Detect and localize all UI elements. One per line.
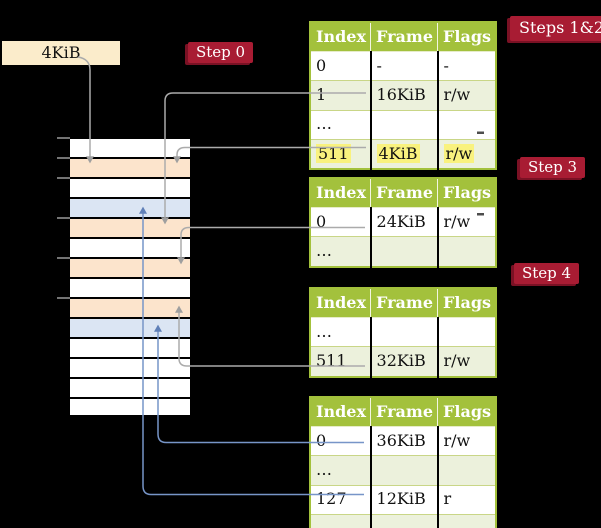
- page-table-cell: …: [310, 513, 371, 528]
- frame-size-label: 4KiB: [41, 43, 81, 62]
- page-table-row: …: [310, 455, 497, 486]
- memory-frame-row-8: [70, 297, 190, 317]
- page-table-row: …: [310, 513, 497, 528]
- page-table-cell: 16KiB: [369, 80, 438, 111]
- memory-frame-row-13: [70, 397, 190, 417]
- page-table-cell: 36KiB: [369, 425, 438, 456]
- memory-frame-row-2: [70, 177, 190, 197]
- page-table-cell: [436, 455, 497, 486]
- page-table-cell: 127: [310, 484, 371, 515]
- highlighted-value: 511: [316, 143, 351, 163]
- page-table-cell: [369, 513, 438, 528]
- column-header-index: Index: [310, 397, 371, 427]
- steps-1-2-badge: Steps 1&2: [510, 16, 601, 41]
- page-table-cell: r/w: [436, 80, 497, 111]
- page-table-cell: -: [369, 50, 438, 81]
- page-table-cell: 32KiB: [369, 346, 438, 377]
- page-table-row: 511 4KiB r/w: [310, 138, 497, 170]
- physical-memory-column: [70, 137, 190, 417]
- page-table-row: …: [310, 236, 497, 267]
- memory-frame-row-9: [70, 317, 190, 337]
- column-header-frame: Frame: [370, 288, 438, 318]
- page-table-cell: [436, 316, 497, 347]
- page-table-row: …: [310, 316, 497, 347]
- page-table-cell: r/w: [436, 206, 497, 237]
- page-table-cell: 0: [310, 50, 371, 81]
- column-header-index: Index: [310, 178, 371, 208]
- step-0-badge: Step 0: [188, 42, 254, 63]
- page-table-cell: r/w: [436, 425, 497, 456]
- memory-frame-row-5: [70, 237, 190, 257]
- page-table-cell: …: [310, 109, 371, 140]
- page-table-cell: 24KiB: [369, 206, 438, 237]
- page-table-cell: 12KiB: [369, 484, 438, 515]
- step-4-badge: Step 4: [514, 263, 580, 284]
- page-table-cell: …: [310, 455, 371, 486]
- page-table-cell: …: [310, 236, 371, 267]
- memory-tick-marks: [57, 137, 70, 299]
- page-table-cell: r: [436, 484, 497, 515]
- column-header-index: Index: [310, 288, 371, 318]
- memory-frame-row-6: [70, 257, 190, 277]
- page-table-row: 0--: [310, 50, 497, 81]
- column-header-flags: Flags: [437, 288, 497, 318]
- page-table-cell: 0: [310, 425, 371, 456]
- page-table-cell: [369, 455, 438, 486]
- memory-frame-row-0: [70, 137, 190, 157]
- page-table-cell: [436, 513, 497, 528]
- page-table-cell: 511: [310, 346, 371, 377]
- page-table-cell: 511: [310, 138, 371, 170]
- page-table-cell: [369, 316, 438, 347]
- memory-frame-row-3: [70, 197, 190, 217]
- step-3-badge: Step 3: [520, 157, 586, 178]
- page-table-cell: 0: [310, 206, 371, 237]
- frame-size-box: 4KiB: [2, 41, 120, 65]
- column-header-frame: Frame: [370, 397, 438, 427]
- highlighted-value: 4KiB: [376, 143, 420, 163]
- page-table-cell: [369, 109, 438, 140]
- page-table-row: …: [310, 109, 497, 140]
- page-table-cell: …: [310, 316, 371, 347]
- memory-frame-row-4: [70, 217, 190, 237]
- page-table-cell: [436, 236, 497, 267]
- highlighted-value: r/w: [443, 143, 475, 163]
- column-header-frame: Frame: [370, 22, 438, 52]
- page-table-cell: [436, 109, 497, 140]
- column-header-flags: Flags: [437, 178, 497, 208]
- page-table-cell: 1: [310, 80, 371, 111]
- column-header-index: Index: [310, 22, 371, 52]
- memory-frame-row-1: [70, 157, 190, 177]
- memory-frame-row-11: [70, 357, 190, 377]
- column-header-flags: Flags: [437, 397, 497, 427]
- column-header-frame: Frame: [370, 178, 438, 208]
- page-table-cell: r/w: [436, 346, 497, 377]
- memory-frame-row-10: [70, 337, 190, 357]
- page-table-cell: 4KiB: [369, 138, 438, 170]
- page-table-cell: -: [436, 50, 497, 81]
- page-table-cell: [369, 236, 438, 267]
- memory-frame-row-7: [70, 277, 190, 297]
- page-table-cell: r/w: [436, 138, 497, 170]
- column-header-flags: Flags: [437, 22, 497, 52]
- memory-frame-row-12: [70, 377, 190, 397]
